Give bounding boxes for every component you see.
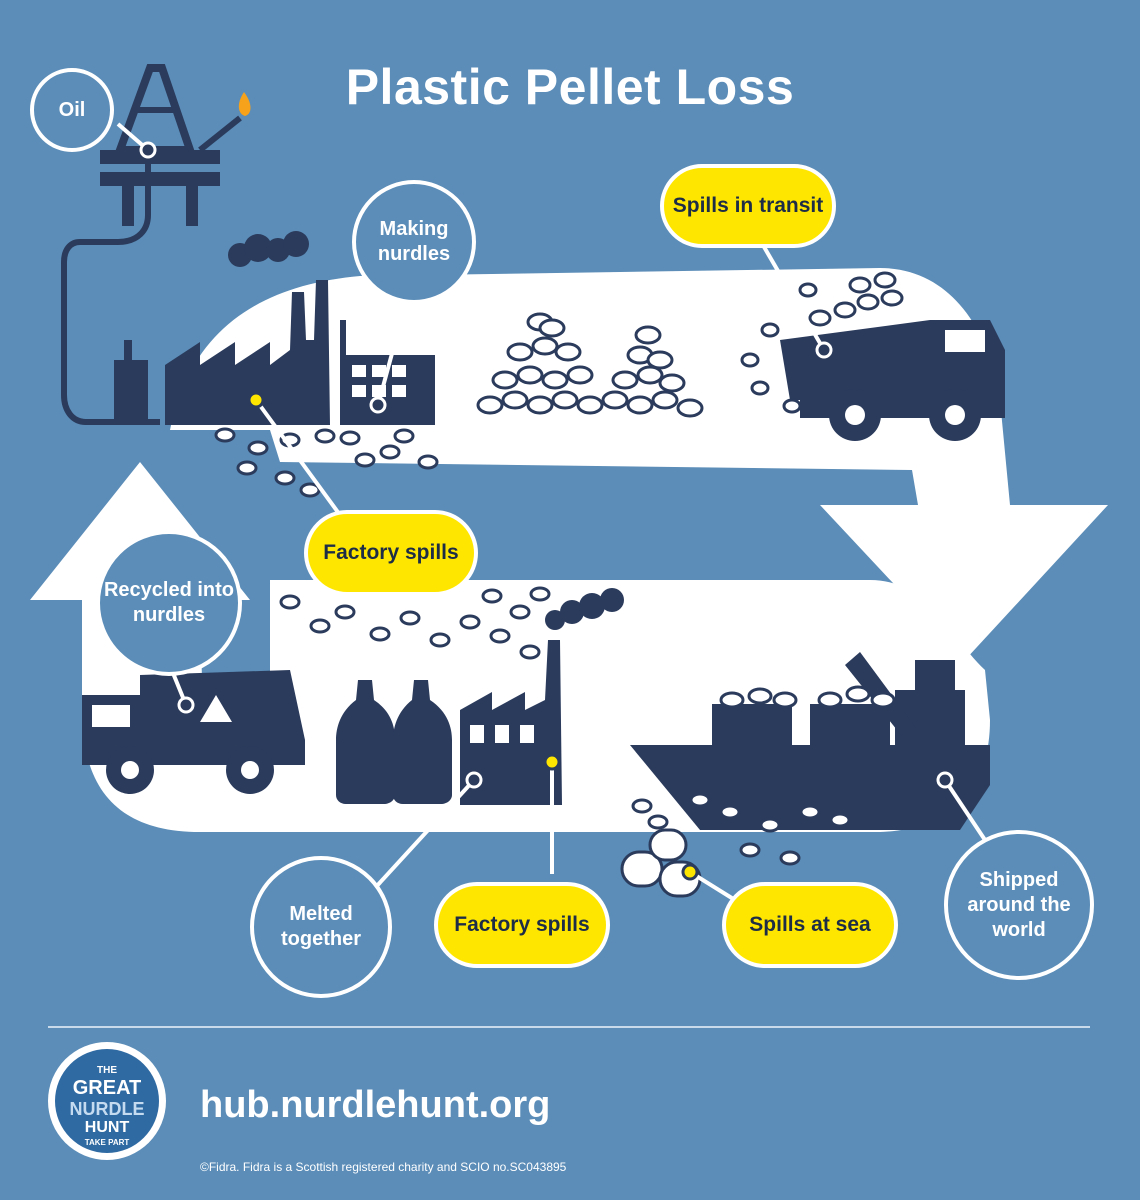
website-link[interactable]: hub.nurdlehunt.org (200, 1084, 551, 1126)
page-title: Plastic Pellet Loss (345, 59, 795, 115)
label-shipped-around-the-world: Shipped around the world (944, 830, 1094, 980)
label-oil: Oil (30, 68, 114, 152)
factory-icon (460, 588, 624, 805)
label-recycled-into-nurdles: Recycled into nurdles (96, 530, 242, 676)
label-factory-spills-top: Factory spills (304, 510, 478, 596)
flame-icon (238, 92, 251, 116)
label-melted-together: Melted together (250, 856, 392, 998)
nurdle-icon (620, 828, 702, 898)
recycle-icon (200, 695, 232, 722)
label-making-nurdles: Making nurdles (352, 180, 476, 304)
label-spills-at-sea: Spills at sea (722, 882, 898, 968)
pellet-pile-icon (476, 312, 704, 418)
label-factory-spills-bottom: Factory spills (434, 882, 610, 968)
bottle-icon (336, 680, 452, 804)
nurdle-icon (740, 271, 904, 414)
oil-rig-icon (100, 64, 242, 226)
label-spills-in-transit: Spills in transit (660, 164, 836, 248)
pipeline (61, 150, 160, 425)
container-icon (712, 704, 890, 768)
nurdle-hunt-logo: THE GREAT NURDLE HUNT TAKE PART (48, 1042, 166, 1160)
copyright-credit: ©Fidra. Fidra is a Scottish registered c… (200, 1160, 567, 1174)
footer-divider (48, 1026, 1090, 1028)
